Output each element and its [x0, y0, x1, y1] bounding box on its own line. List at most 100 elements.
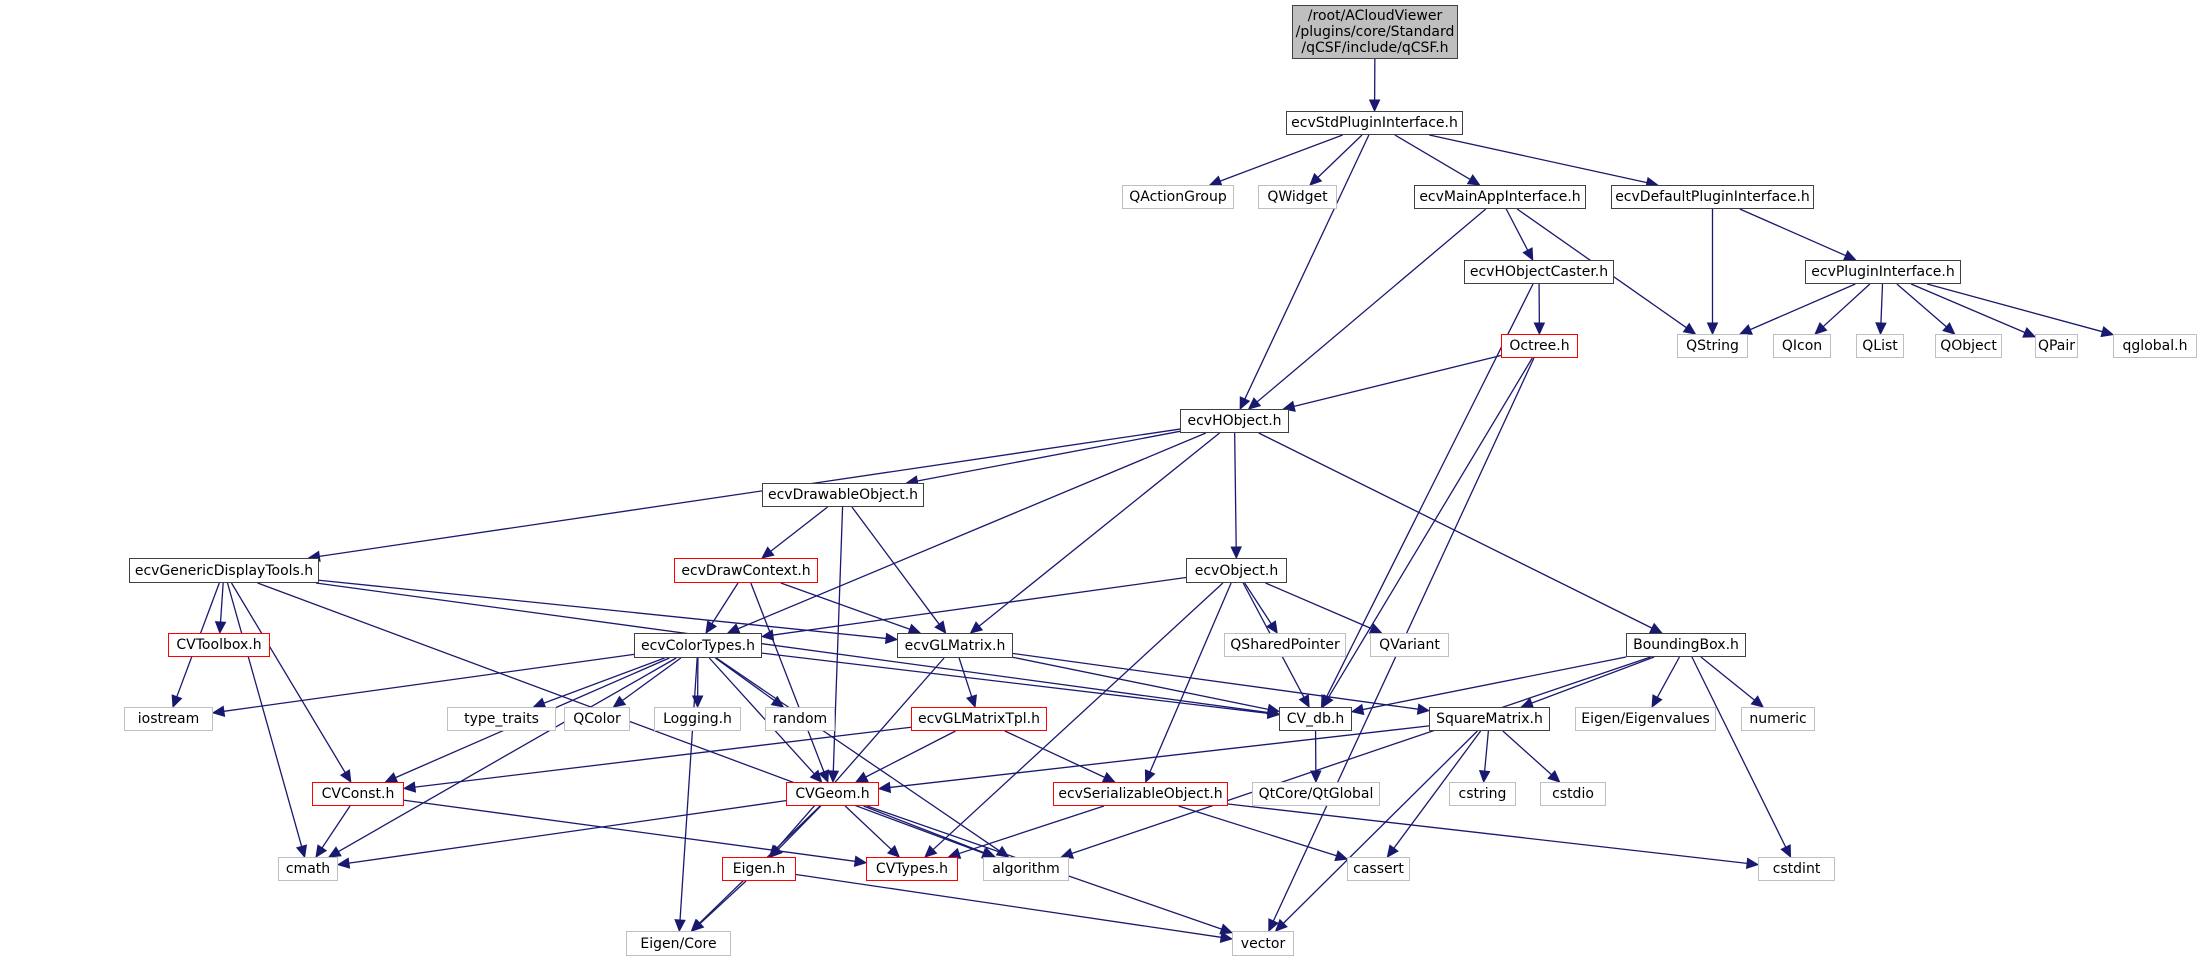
graph-node-boundingbox[interactable]: BoundingBox.h [1626, 633, 1746, 657]
edge-eigen-to-vector [795, 873, 1222, 938]
arrowhead-icon [1682, 322, 1697, 335]
graph-node-qicon[interactable]: QIcon [1773, 334, 1831, 358]
graph-node-qactiongroup[interactable]: QActionGroup [1122, 185, 1234, 209]
arrowhead-icon [1648, 622, 1663, 634]
graph-node-qpair[interactable]: QPair [2035, 334, 2078, 358]
edge-ecvdrawcontext-to-ecvcolortypes [711, 582, 739, 625]
graph-node-qglobal[interactable]: qglobal.h [2113, 334, 2197, 358]
edge-octree-to-ecvhobject [1293, 354, 1502, 408]
arrowhead-icon [726, 623, 741, 634]
graph-node-ecvserializableobject[interactable]: ecvSerializableObject.h [1053, 782, 1228, 806]
graph-node-cassert[interactable]: cassert [1347, 857, 1410, 881]
graph-node-ecvglmatrixtpl[interactable]: ecvGLMatrixTpl.h [911, 707, 1047, 731]
graph-node-ecvobject[interactable]: ecvObject.h [1186, 558, 1287, 583]
arrowhead-icon [1368, 99, 1381, 113]
graph-node-ecvhobject[interactable]: ecvHObject.h [1180, 409, 1289, 433]
edge-cvgeom-to-cmath [348, 800, 787, 864]
graph-node-cvconst[interactable]: CVConst.h [312, 782, 404, 806]
graph-node-cv_db[interactable]: CV_db.h [1279, 707, 1352, 731]
arrowhead-icon [1298, 694, 1310, 709]
arrowhead-icon [295, 844, 308, 859]
graph-node-qcolor[interactable]: QColor [564, 707, 630, 731]
arrowhead-icon [1875, 322, 1887, 336]
graph-node-ecvcolortypes[interactable]: ecvColorTypes.h [634, 633, 762, 658]
edge-ecvdrawcontext-to-ecvglmatrix [780, 582, 911, 630]
graph-node-numeric[interactable]: numeric [1741, 707, 1815, 731]
arrowhead-icon [886, 844, 901, 858]
edge-ecvhobjectcaster-to-cv_db [1325, 283, 1534, 698]
graph-node-ecvstdplugininterface[interactable]: ecvStdPluginInterface.h [1286, 111, 1463, 135]
edge-ecvglmatrix-to-cv_db [1012, 656, 1269, 710]
graph-node-random[interactable]: random [765, 707, 835, 731]
graph-node-cvgeom[interactable]: CVGeom.h [786, 782, 879, 806]
graph-node-cmath[interactable]: cmath [278, 857, 338, 881]
edge-ecvserializableobject-to-cvtypes [958, 805, 1105, 855]
edge-ecvcolortypes-to-eigencore [679, 657, 698, 921]
graph-node-type_traits[interactable]: type_traits [447, 707, 556, 731]
graph-node-eigen[interactable]: Eigen.h [722, 857, 796, 881]
edge-ecvserializableobject-to-cassert [1178, 805, 1337, 857]
graph-node-qvariant[interactable]: QVariant [1370, 633, 1449, 657]
arrowhead-icon [1309, 172, 1323, 186]
edge-ecvcolortypes-to-random [714, 657, 775, 702]
graph-node-vector[interactable]: vector [1232, 931, 1294, 956]
edge-boundingbox-to-eigeneigenvalues [1656, 656, 1681, 698]
graph-node-ecvglmatrix[interactable]: ecvGLMatrix.h [897, 633, 1013, 658]
graph-node-octree[interactable]: Octree.h [1501, 334, 1578, 358]
edge-ecvdrawableobject-to-ecvdrawcontext [770, 506, 828, 552]
graph-node-qobject[interactable]: QObject [1935, 334, 2002, 358]
graph-node-cvtoolbox[interactable]: CVToolbox.h [168, 633, 270, 657]
graph-node-qwidget[interactable]: QWidget [1258, 185, 1337, 209]
arrowhead-icon [1942, 322, 1956, 335]
graph-node-logging[interactable]: Logging.h [654, 707, 741, 731]
graph-node-eigeneigenvalues[interactable]: Eigen/Eigenvalues [1575, 707, 1716, 731]
graph-node-iostream[interactable]: iostream [124, 707, 213, 731]
arrowhead-icon [2100, 325, 2115, 338]
arrowhead-icon [1651, 694, 1663, 709]
arrowhead-icon [1239, 396, 1251, 411]
edge-ecvglmatrixtpl-to-cvgeom [865, 730, 956, 778]
graph-node-ecvplugininterface[interactable]: ecvPluginInterface.h [1805, 260, 1961, 284]
graph-node-ecvdefaultplugininterface[interactable]: ecvDefaultPluginInterface.h [1611, 185, 1814, 209]
edge-ecvcolortypes-to-cv_db [761, 652, 1269, 715]
arrowhead-icon [966, 694, 978, 709]
arrowhead-icon [1386, 844, 1399, 858]
edge-ecvhobject-to-ecvobject [1234, 432, 1237, 548]
edge-ecvobject-to-qsharedpointer [1244, 582, 1272, 625]
edge-cvgeom-to-algorithm [863, 805, 986, 854]
graph-node-ecvmainappinterface[interactable]: ecvMainAppInterface.h [1414, 185, 1586, 209]
edge-ecvcolortypes-to-type_traits [543, 657, 665, 704]
edge-ecvplugininterface-to-qlist [1880, 283, 1884, 324]
edge-ecvcolortypes-to-qcolor [622, 657, 682, 702]
arrowhead-icon [760, 629, 775, 641]
graph-node-qsharedpointer[interactable]: QSharedPointer [1224, 633, 1346, 657]
arrowhead-icon [934, 620, 947, 634]
graph-node-ecvgenericdisplaytools[interactable]: ecvGenericDisplayTools.h [129, 558, 319, 583]
edge-boundingbox-to-squarematrix [1531, 656, 1655, 704]
graph-node-squarematrix[interactable]: SquareMatrix.h [1429, 707, 1550, 731]
arrowhead-icon [1310, 770, 1322, 784]
graph-node-ecvdrawableobject[interactable]: ecvDrawableObject.h [762, 483, 924, 507]
graph-node-ecvhobjectcaster[interactable]: ecvHObjectCaster.h [1464, 260, 1614, 284]
graph-node-cvtypes[interactable]: CVTypes.h [866, 857, 958, 881]
arrowhead-icon [214, 621, 227, 635]
arrowhead-icon [1750, 695, 1765, 708]
graph-node-qlist[interactable]: QList [1856, 334, 1904, 358]
edge-ecvglmatrix-to-eigen [776, 657, 945, 850]
graph-node-cstring[interactable]: cstring [1449, 782, 1516, 806]
edge-ecvstdplugininterface-to-qwidget [1317, 134, 1363, 178]
arrowhead-icon [818, 769, 830, 784]
graph-node-cstdio[interactable]: cstdio [1540, 782, 1606, 806]
arrowhead-icon [1230, 546, 1242, 560]
graph-node-algorithm[interactable]: algorithm [983, 857, 1069, 881]
graph-node-eigencore[interactable]: Eigen/Core [626, 931, 731, 956]
graph-node-qtglobal[interactable]: QtCore/QtGlobal [1252, 782, 1380, 806]
edge-squarematrix-to-cstring [1483, 730, 1490, 772]
graph-node-qstring[interactable]: QString [1677, 334, 1748, 358]
edge-ecvdrawableobject-to-ecvglmatrix [851, 506, 940, 625]
arrowhead-icon [1219, 931, 1234, 943]
graph-node-cstdint[interactable]: cstdint [1758, 857, 1835, 881]
graph-node-ecvdrawcontext[interactable]: ecvDrawContext.h [674, 558, 818, 583]
edge-ecvmainappinterface-to-ecvhobjectcaster [1505, 208, 1529, 251]
